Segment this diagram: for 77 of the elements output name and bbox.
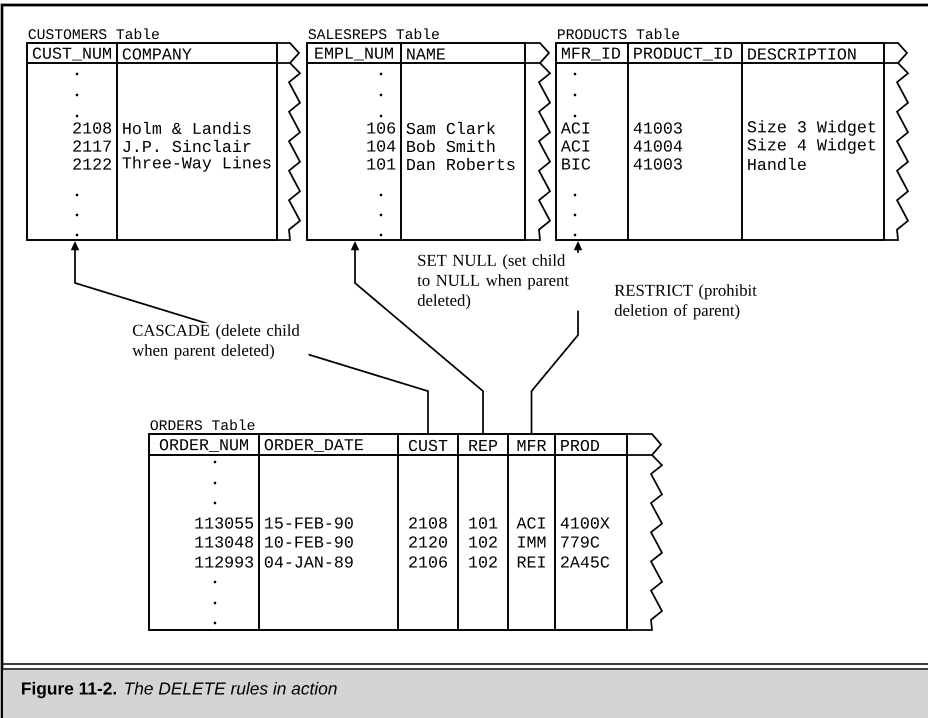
column-header: EMPL_NUM [315,48,393,60]
table-cell: 101 [469,517,498,529]
table-cell: ACI [516,517,545,529]
table-cell: Handle [748,158,806,170]
table-cell: 102 [469,536,497,548]
table-column [741,42,885,241]
column-header: CUST_NUM [32,48,111,60]
table-cell: Bob Smith [407,140,494,152]
table-cell: 15-FEB-90 [265,517,353,529]
column-header: ORDER_NUM [160,439,248,452]
table-cell: 41003 [634,158,682,170]
table-cell: Dan Roberts [407,158,514,170]
table-cell: 2A45C [561,556,610,568]
column-header: MFR_ID [562,48,620,60]
table-cell: REI [518,556,545,568]
database-table [26,28,302,241]
column-header: COMPANY [122,48,192,60]
table-column [554,433,628,631]
table-cell: 41003 [634,122,682,134]
table-cell: Three-Way Lines [122,156,270,172]
table-column [148,433,260,631]
table-column [26,42,118,241]
edge-label: SET NULL (set child to NULL when parent deleted) [416,252,584,311]
caption-bar: Figure 11-2. The DELETE rules in action [3,670,928,718]
table-cell: 2108 [73,122,112,134]
column-header: PROD [561,440,600,452]
database-table [306,28,552,241]
table-cell: ACI [560,122,590,134]
edge-label: CASCADE (delete child when parent deleted) [130,322,309,361]
database-table [148,419,664,631]
column-header: NAME [407,48,445,60]
table-cell: 102 [469,556,497,568]
table-column [555,42,629,241]
table-cell: 104 [367,140,396,152]
table-cell: 101 [367,158,396,170]
table-cell: 10-FEB-90 [265,536,353,548]
table-column [627,42,743,241]
table-cell: 04-JAN-89 [264,556,353,568]
table-cell: 2108 [409,517,447,529]
table-cell: 779C [561,536,600,548]
table-column [306,42,402,241]
table-heading: ORDERS Table [150,419,254,430]
table-column [400,42,526,241]
table-cell: 2117 [73,140,111,152]
table-cell: ACI [560,140,590,152]
table-cell: 41004 [634,140,682,152]
column-header: CUST [408,440,448,452]
column-header: DESCRIPTION [748,48,856,60]
table-cell: 4100X [560,517,610,529]
table-cell: BIC [562,158,590,170]
column-header: ORDER_DATE [264,439,363,452]
table-cell: Sam Clark [406,122,496,134]
table-cell: Size 4 Widget [748,138,876,154]
table-column [507,433,556,631]
column-header: PRODUCT_ID [634,48,732,60]
column-header: REP [469,440,498,451]
column-header: MFR [518,440,546,451]
table-column [457,433,509,631]
table-heading: PRODUCTS Table [558,28,680,40]
table-heading: SALESREPS Table [308,28,439,40]
table-cell: Holm & Landis [123,122,250,134]
table-heading: CUSTOMERS Table [28,28,159,40]
table-cell: 2106 [409,556,447,568]
table-cell: 113055 [195,517,254,529]
table-cell: IMM [518,536,546,548]
table-cell: J.P. Sinclair [123,140,250,152]
table-column [116,42,278,241]
table-cell: 106 [367,122,396,134]
table-cell: 113048 [195,536,254,548]
table-column [397,433,459,631]
table-cell: 2122 [73,158,111,170]
edge-label: RESTRICT (prohibit deletion of parent) [612,282,766,321]
table-cell: Size 3 Widget [748,120,876,136]
table-cell: 2120 [409,536,447,548]
table-cell: 112993 [195,556,254,568]
database-table [555,28,910,241]
table-column [258,433,399,631]
